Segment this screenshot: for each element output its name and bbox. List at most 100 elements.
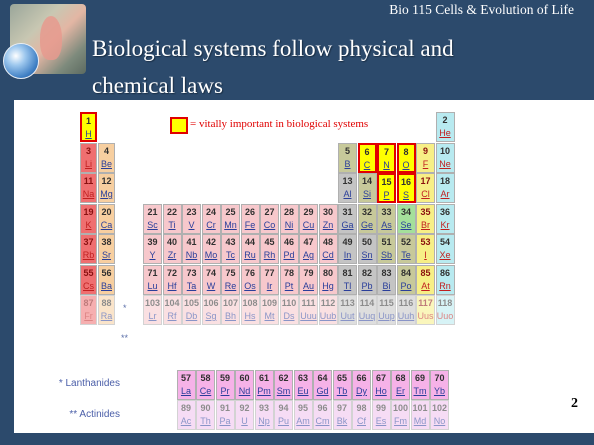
element-symbol: Sr <box>102 250 111 260</box>
element-symbol: Ba <box>100 280 112 291</box>
element-symbol: P <box>383 190 390 200</box>
element-number: 64 <box>317 373 328 383</box>
element-symbol: Bi <box>382 280 391 291</box>
element-symbol: Pd <box>283 250 295 260</box>
slide-title-line-1: Biological systems follow physical and <box>92 36 454 61</box>
course-label: Bio 115 Cells & Evolution of Life <box>389 2 574 17</box>
element-symbol: Al <box>343 189 352 199</box>
element-number: 16 <box>400 177 411 187</box>
element-symbol: Hf <box>167 280 177 291</box>
element-number: 39 <box>147 237 158 247</box>
element-symbol: Ne <box>439 158 451 169</box>
element-number: 111 <box>301 298 316 308</box>
element-symbol: Ni <box>284 219 294 230</box>
element-number: 61 <box>258 373 269 383</box>
element-number: 17 <box>420 176 431 186</box>
element-symbol: Lu <box>147 280 158 291</box>
element-symbol: Ir <box>266 280 273 291</box>
element-symbol: N <box>383 159 390 170</box>
element-number: 108 <box>242 298 258 308</box>
element-symbol: Cd <box>322 250 334 260</box>
element-number: 8 <box>403 146 409 157</box>
element-number: 54 <box>439 237 450 247</box>
lanthanide-marker: * <box>58 378 63 389</box>
element-number: 77 <box>264 267 275 278</box>
element-symbol: O <box>402 159 410 170</box>
element-symbol: Ag <box>302 250 314 260</box>
element-symbol: Fr <box>84 311 93 321</box>
element-number: 6 <box>364 146 370 157</box>
element-symbol: I <box>424 250 427 260</box>
element-number: 19 <box>83 206 94 217</box>
element-number: 107 <box>222 298 239 308</box>
element-symbol: Bk <box>336 416 348 426</box>
element-symbol: Uuu <box>300 311 317 321</box>
element-number: 103 <box>144 298 161 308</box>
element-number: 35 <box>420 206 431 217</box>
element-symbol: Zr <box>167 250 177 260</box>
element-symbol: Po <box>400 280 412 291</box>
element-number: 58 <box>200 373 211 383</box>
element-number: 116 <box>398 298 414 308</box>
element-number: 68 <box>395 373 406 383</box>
element-number: 29 <box>303 206 314 217</box>
element-symbol: Be <box>100 158 112 169</box>
element-number: 46 <box>283 237 294 247</box>
element-symbol: Hg <box>322 280 334 291</box>
element-symbol: U <box>241 416 248 426</box>
element-number: 110 <box>281 298 297 308</box>
element-symbol: Uut <box>340 311 355 321</box>
element-symbol: Cr <box>206 219 216 230</box>
element-number: 90 <box>200 403 211 413</box>
element-symbol: Si <box>362 189 371 199</box>
element-symbol: As <box>381 219 392 230</box>
element-symbol: Gd <box>316 386 329 396</box>
element-number: 11 <box>83 176 94 186</box>
element-number: 50 <box>361 237 372 247</box>
element-number: 109 <box>261 298 278 308</box>
element-number: 7 <box>383 146 389 157</box>
globe-icon <box>3 43 39 79</box>
element-symbol: Ti <box>168 219 176 230</box>
element-number: 75 <box>225 267 236 278</box>
element-number: 72 <box>166 267 177 278</box>
element-symbol: Yb <box>433 386 445 396</box>
element-number: 1 <box>85 116 91 126</box>
actinides-label: ** Actinides <box>28 409 120 420</box>
element-number: 26 <box>244 206 255 217</box>
element-symbol: Nd <box>238 386 251 396</box>
element-number: 27 <box>264 206 275 217</box>
element-number: 79 <box>303 267 314 278</box>
lanthanides-label: * Lanthanides <box>28 378 120 389</box>
